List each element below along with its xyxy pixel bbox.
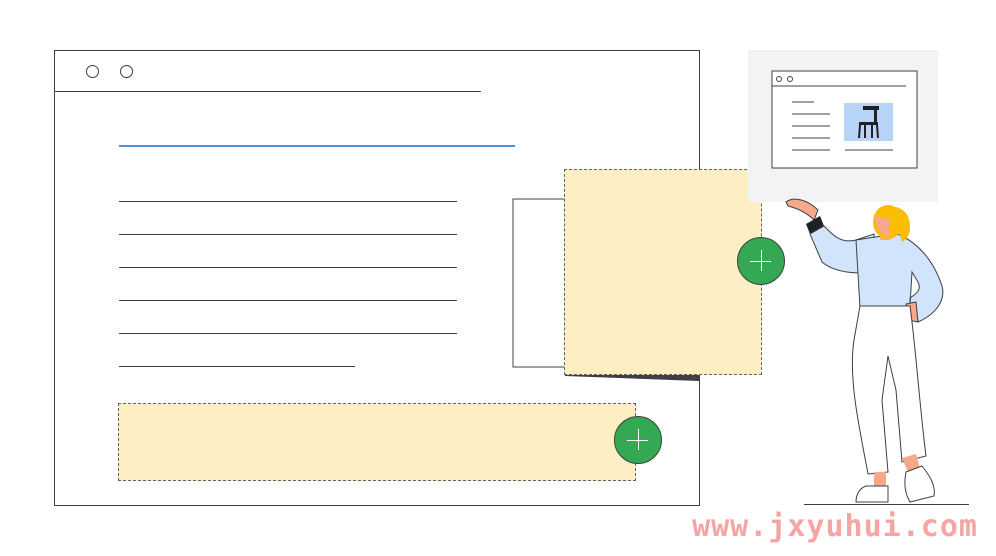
window-dot-1	[86, 65, 99, 78]
person-illustration	[785, 198, 944, 503]
add-image-button[interactable]	[737, 237, 785, 285]
text-placeholder-line	[119, 201, 457, 202]
text-placeholder-line	[119, 366, 355, 367]
text-placeholder-line	[119, 333, 457, 334]
ground-line	[804, 504, 969, 505]
watermark-text: www.jxyuhui.com	[692, 509, 978, 544]
chair-icon	[858, 106, 879, 139]
mini-webpage-card	[748, 50, 938, 202]
window-dot-2	[120, 65, 133, 78]
text-placeholder-line	[119, 267, 457, 268]
text-block-placeholder-box[interactable]	[118, 403, 636, 481]
text-placeholder-line	[119, 300, 457, 301]
heading-placeholder-line	[119, 145, 515, 147]
image-placeholder-box[interactable]	[564, 169, 762, 375]
add-text-block-button[interactable]	[614, 416, 662, 464]
text-placeholder-line	[119, 234, 457, 235]
titlebar-divider	[55, 91, 481, 92]
